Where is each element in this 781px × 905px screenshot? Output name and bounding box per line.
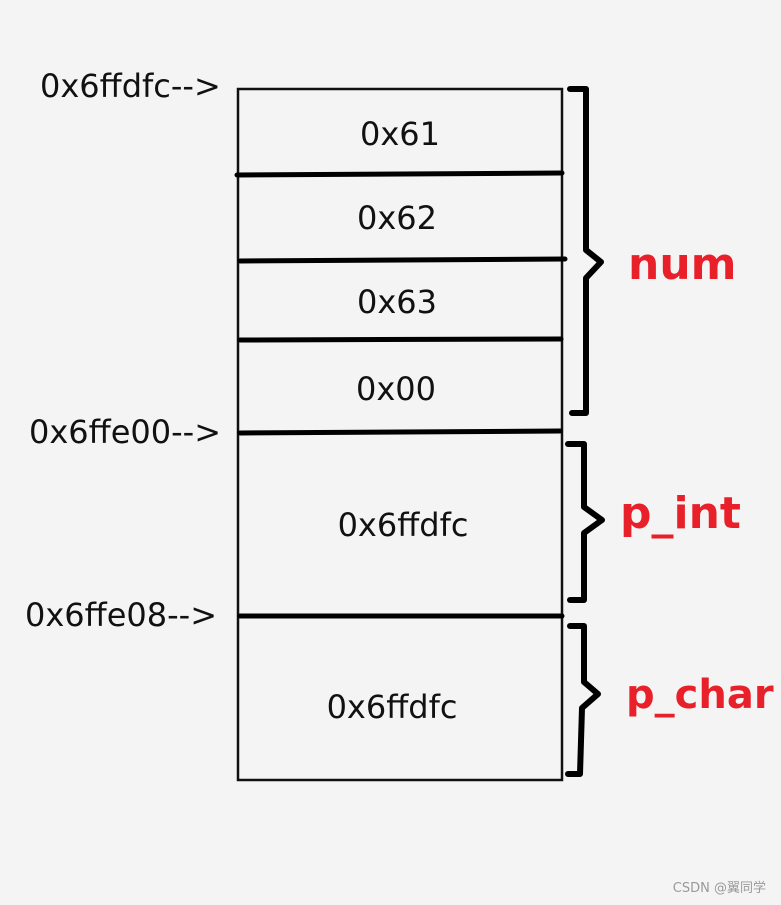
cell-value-byte-2: 0x63 [357, 283, 437, 321]
cell-value-byte-3: 0x00 [356, 370, 436, 408]
address-label-0x6ffe08: 0x6ffe08--> [25, 596, 217, 634]
address-label-0x6ffdfc: 0x6ffdfc--> [40, 67, 221, 105]
cell-value-byte-0: 0x61 [360, 115, 440, 153]
cell-value-p-int: 0x6ffdfc [338, 506, 469, 544]
separator [234, 170, 565, 178]
brace-p-int [565, 441, 605, 603]
separator [237, 428, 563, 436]
cell-value-byte-1: 0x62 [357, 199, 437, 237]
watermark: CSDN @翼同学 [673, 880, 766, 896]
address-label-0x6ffe00: 0x6ffe00--> [29, 413, 221, 451]
variable-label-p-int: p_int [620, 488, 741, 539]
brace-num [567, 86, 604, 416]
variable-label-p-char: p_char [626, 672, 774, 718]
cell-separators [234, 170, 568, 619]
brace-p-char [565, 623, 601, 777]
cell-value-p-char: 0x6ffdfc [327, 688, 458, 726]
variable-label-num: num [628, 239, 737, 290]
separator [237, 336, 564, 343]
separator [237, 256, 568, 264]
